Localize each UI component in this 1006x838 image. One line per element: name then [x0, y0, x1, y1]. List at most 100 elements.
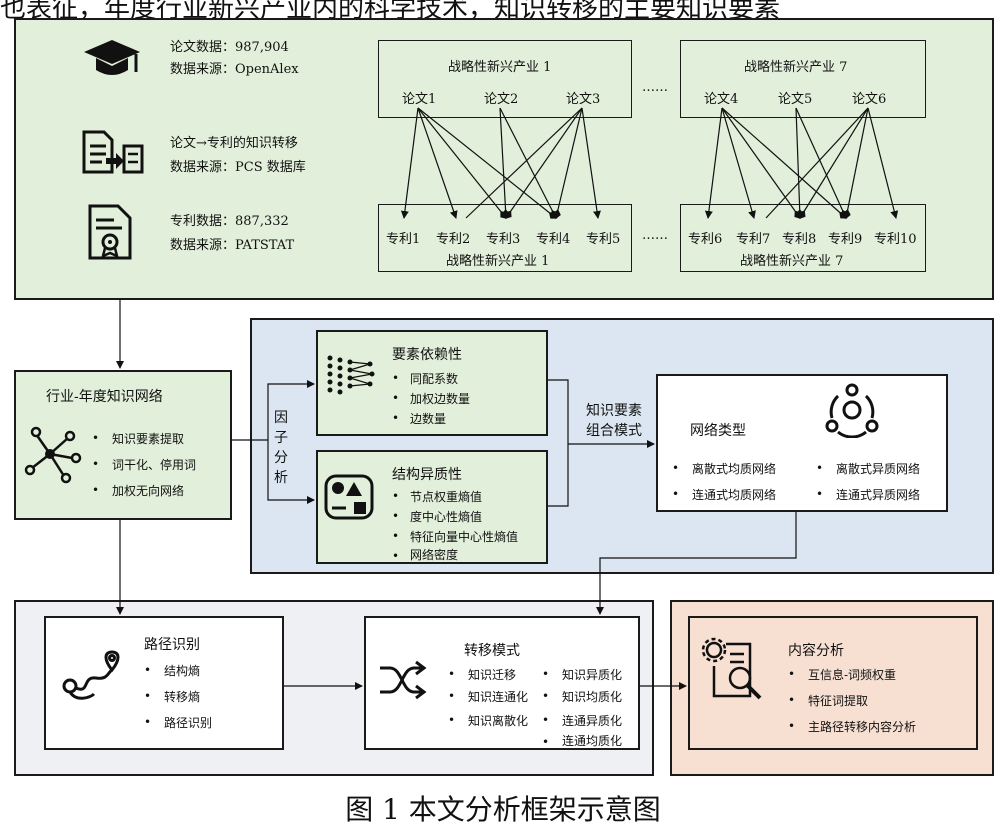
bullet: • [672, 461, 680, 475]
content-analysis-box [688, 616, 978, 750]
bullet: • [92, 483, 100, 497]
bullet: • [788, 667, 796, 681]
heterogeneity-title: 结构异质性 [392, 467, 462, 483]
transfer-mode-right: 连通异质化 [562, 714, 623, 728]
patent-source: 数据来源：PATSTAT [170, 238, 295, 253]
network-nodes-icon [24, 426, 82, 484]
data-panel [14, 18, 994, 300]
transfer-mode-box [364, 616, 640, 750]
bullet: • [92, 457, 100, 471]
transfer-mode-right: 连通均质化 [562, 734, 623, 748]
figure-caption: 图 1 本文分析框架示意图 [345, 793, 661, 826]
industry-top-1-label: 战略性新兴产业 1 [448, 60, 552, 75]
factor-analysis-label: 因子分析 [274, 410, 288, 486]
graduation-cap-icon [84, 40, 140, 75]
patent-count: 专利数据：887,332 [170, 214, 289, 229]
paper-node: 论文1 [402, 92, 437, 107]
paper-node: 论文4 [704, 92, 739, 107]
bullet: • [392, 411, 400, 425]
patent-node: 专利8 [782, 232, 817, 247]
transfer-mode-right: 知识均质化 [562, 690, 623, 704]
network-type-box [656, 374, 948, 512]
transfer-mode-left: 知识迁移 [468, 668, 517, 682]
neural-network-icon [327, 355, 375, 395]
transfer-label: 论文→专利的知识转移 [170, 136, 298, 151]
patent-node: 专利2 [436, 232, 471, 247]
patent-node: 专利5 [586, 232, 621, 247]
patent-node: 专利1 [386, 232, 421, 247]
industry-papers-box-7 [680, 40, 926, 118]
patent-node: 专利9 [828, 232, 863, 247]
bullet: • [392, 549, 400, 563]
patent-node: 专利4 [536, 232, 571, 247]
knowledge-network-item: 知识要素提取 [112, 432, 185, 446]
path-id-item: 转移熵 [164, 690, 201, 704]
bullet: • [392, 391, 400, 405]
industry-bottom-1-label: 战略性新兴产业 1 [446, 254, 550, 269]
bullet: • [392, 509, 400, 523]
knowledge-network-title: 行业-年度知识网络 [46, 389, 163, 405]
bullet: • [144, 715, 152, 729]
industry-top-7-label: 战略性新兴产业 7 [744, 60, 848, 75]
paper-count: 论文数据：987,904 [170, 40, 289, 55]
bullet: • [788, 693, 796, 707]
paper-node: 论文3 [566, 92, 601, 107]
transfer-mode-left: 知识连通化 [468, 690, 529, 704]
content-analysis-item: 互信息-词频权重 [808, 668, 897, 682]
dependency-title: 要素依赖性 [392, 347, 462, 363]
path-identification-box [44, 616, 284, 750]
heterogeneity-item: 度中心性熵值 [410, 510, 483, 524]
network-type-right: 连通式异质网络 [836, 488, 921, 502]
industry-patents-box-7 [680, 204, 926, 272]
transfer-mode-left: 知识离散化 [468, 714, 529, 728]
dependency-item: 加权边数量 [410, 392, 471, 406]
paper-node: 论文5 [778, 92, 813, 107]
paper-node: 论文6 [852, 92, 887, 107]
patent-node: 专利6 [688, 232, 723, 247]
patent-node: 专利3 [486, 232, 521, 247]
bullet: • [542, 735, 550, 749]
path-id-item: 结构熵 [164, 664, 201, 678]
bullet: • [448, 667, 456, 681]
patent-node: 专利10 [874, 232, 917, 247]
shapes-transform-icon [324, 474, 374, 520]
ellipsis-top: …… [642, 80, 668, 95]
bullet: • [542, 713, 550, 727]
paper-node: 论文2 [484, 92, 519, 107]
heterogeneity-item: 网络密度 [410, 548, 459, 562]
document-search-icon [701, 637, 762, 700]
bullet: • [672, 487, 680, 501]
shuffle-icon [380, 660, 427, 700]
bullet: • [542, 689, 550, 703]
transfer-mode-title: 转移模式 [464, 643, 520, 659]
bullet: • [448, 713, 456, 727]
bullet: • [448, 689, 456, 703]
heterogeneity-item: 特征向量中心性熵值 [410, 530, 519, 544]
industry-bottom-7-label: 战略性新兴产业 7 [740, 254, 844, 269]
bullet: • [788, 719, 796, 733]
content-analysis-title: 内容分析 [788, 643, 844, 659]
document-transfer-icon [82, 130, 144, 174]
combo-mode-line2: 组合模式 [586, 423, 642, 439]
bullet: • [144, 663, 152, 677]
path-id-title: 路径识别 [144, 637, 200, 653]
knowledge-network-item: 词干化、停用词 [112, 458, 197, 472]
network-type-left: 连通式均质网络 [692, 488, 777, 502]
bullet: • [92, 431, 100, 445]
patent-certificate-icon [88, 204, 132, 260]
content-analysis-item: 主路径转移内容分析 [808, 720, 917, 734]
combo-mode-line1: 知识要素 [586, 403, 642, 419]
bullet: • [392, 371, 400, 385]
bullet: • [392, 489, 400, 503]
knowledge-network-box [14, 370, 232, 520]
route-pin-icon [62, 650, 120, 700]
network-cycle-icon [825, 383, 879, 438]
bullet: • [816, 461, 824, 475]
patent-node: 专利7 [736, 232, 771, 247]
heterogeneity-item: 节点权重熵值 [410, 490, 483, 504]
bullet: • [144, 689, 152, 703]
transfer-mode-right: 知识异质化 [562, 668, 623, 682]
network-type-title: 网络类型 [690, 423, 746, 439]
transfer-source: 数据来源：PCS 数据库 [170, 160, 306, 175]
paper-source: 数据来源：OpenAlex [170, 62, 299, 77]
